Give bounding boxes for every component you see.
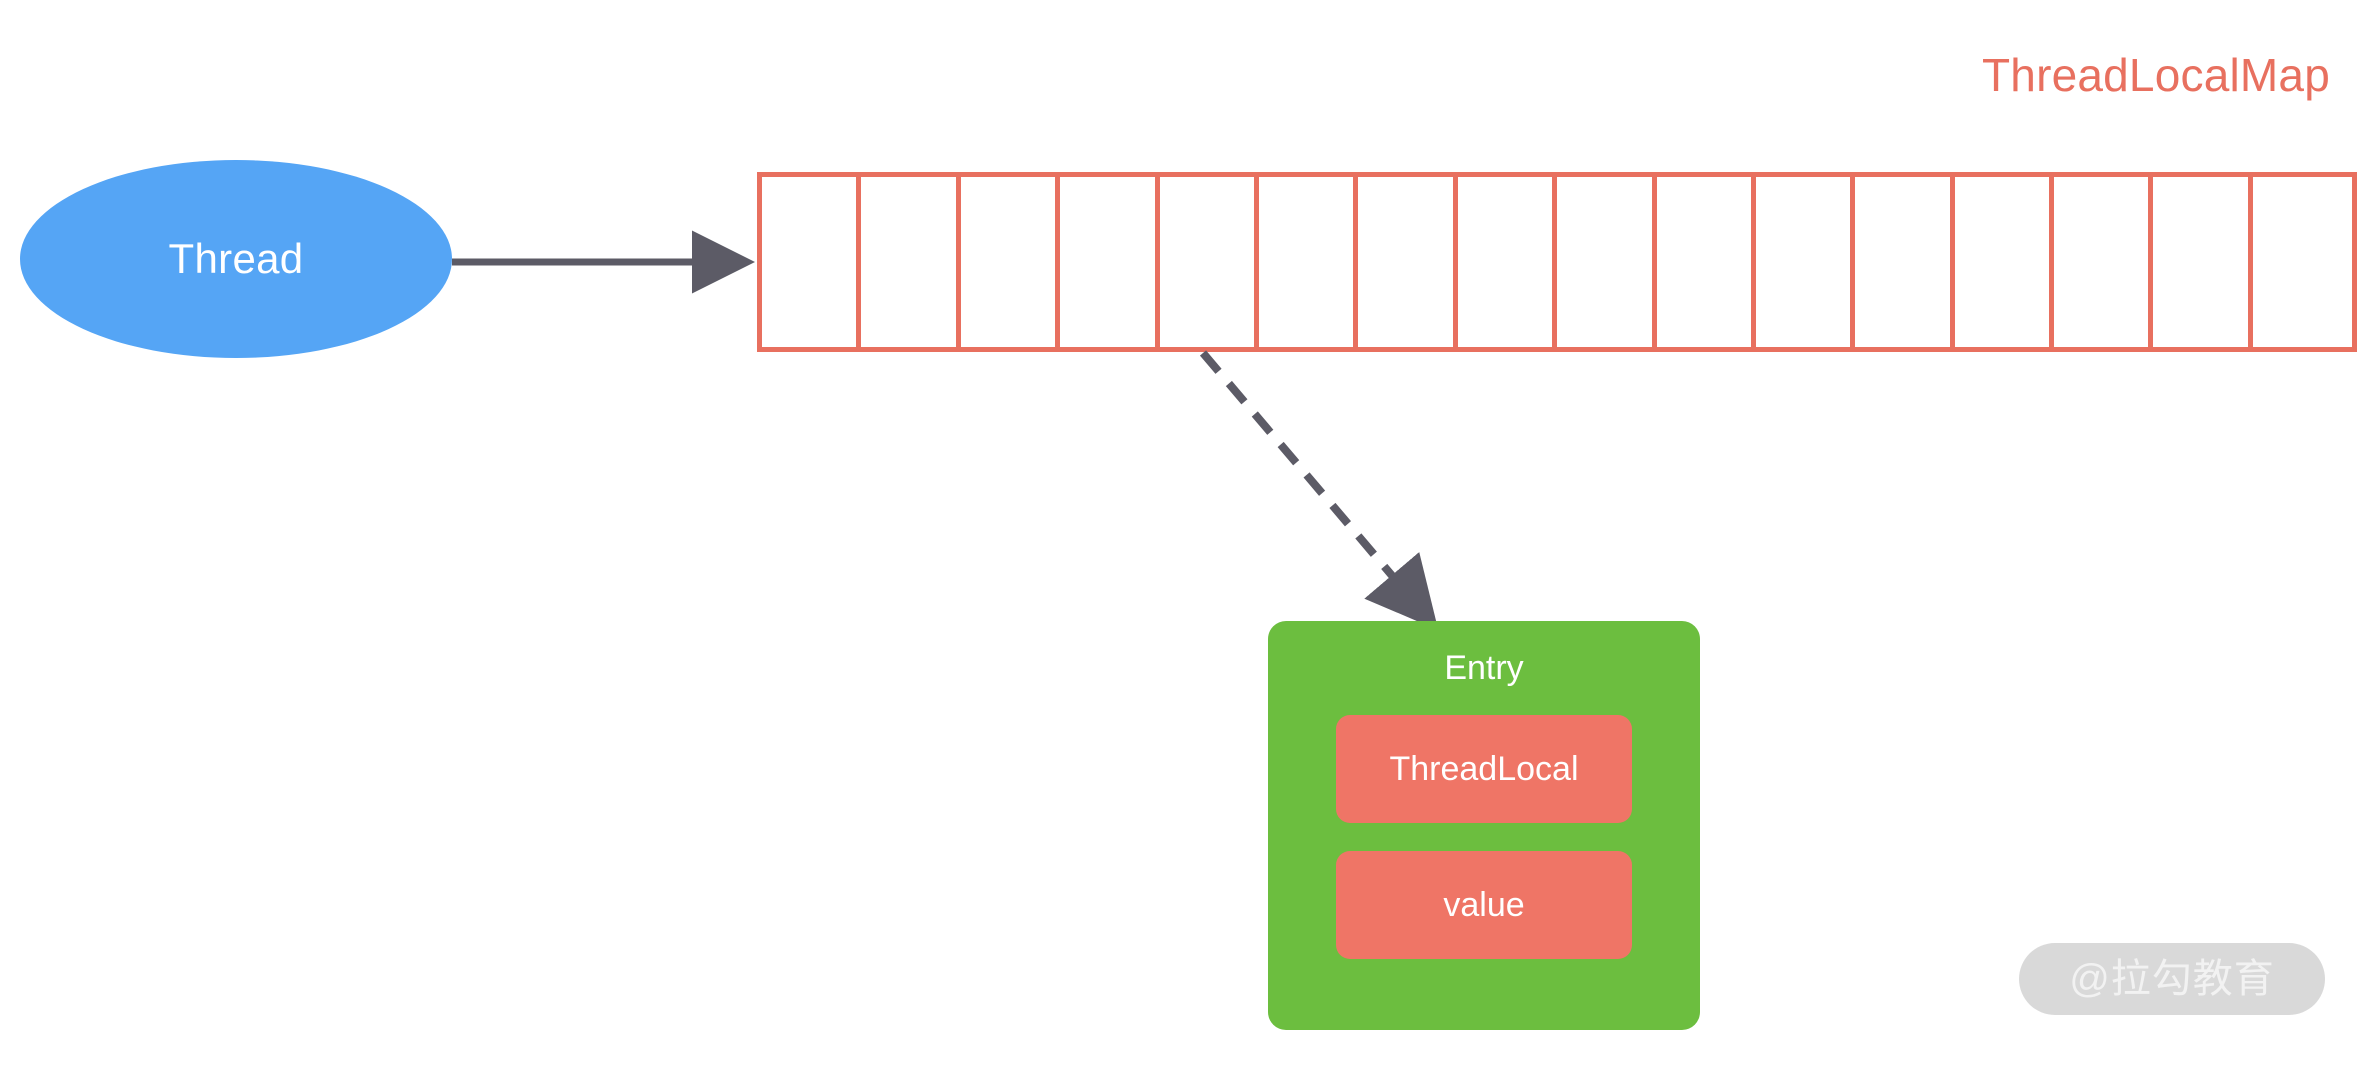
map-cell[interactable]	[1060, 177, 1160, 347]
map-cell[interactable]	[1855, 177, 1955, 347]
watermark-badge: @拉勾教育	[2019, 943, 2325, 1015]
map-cell[interactable]	[2054, 177, 2154, 347]
map-cell[interactable]	[1755, 177, 1856, 347]
map-cell[interactable]	[2153, 177, 2253, 347]
thread-node-label: Thread	[168, 235, 304, 282]
entry-node-title: Entry	[1444, 649, 1524, 687]
map-cell[interactable]	[1557, 177, 1657, 347]
threadlocalmap-array	[757, 172, 2358, 352]
arrow-map-cell-to-entry	[1199, 350, 1439, 631]
page-title: ThreadLocalMap	[1981, 49, 2330, 101]
map-cell[interactable]	[1358, 177, 1458, 347]
entry-field-threadlocal: ThreadLocal	[1336, 715, 1632, 823]
map-cell[interactable]	[960, 177, 1061, 347]
watermark-text: @拉勾教育	[2069, 957, 2275, 1001]
thread-node: Thread	[20, 160, 452, 358]
map-cell[interactable]	[1954, 177, 2055, 347]
entry-node: Entry ThreadLocal value	[1268, 621, 1700, 1030]
map-cell[interactable]	[2252, 177, 2353, 347]
entry-field-value-label: value	[1443, 886, 1525, 924]
entry-field-threadlocal-label: ThreadLocal	[1389, 750, 1579, 788]
map-cell[interactable]	[762, 177, 862, 347]
entry-field-value: value	[1336, 851, 1632, 959]
map-cell[interactable]	[1457, 177, 1558, 347]
map-cell[interactable]	[1656, 177, 1756, 347]
map-cell[interactable]	[1258, 177, 1359, 347]
map-cell[interactable]	[861, 177, 961, 347]
map-cell[interactable]	[1159, 177, 1259, 347]
